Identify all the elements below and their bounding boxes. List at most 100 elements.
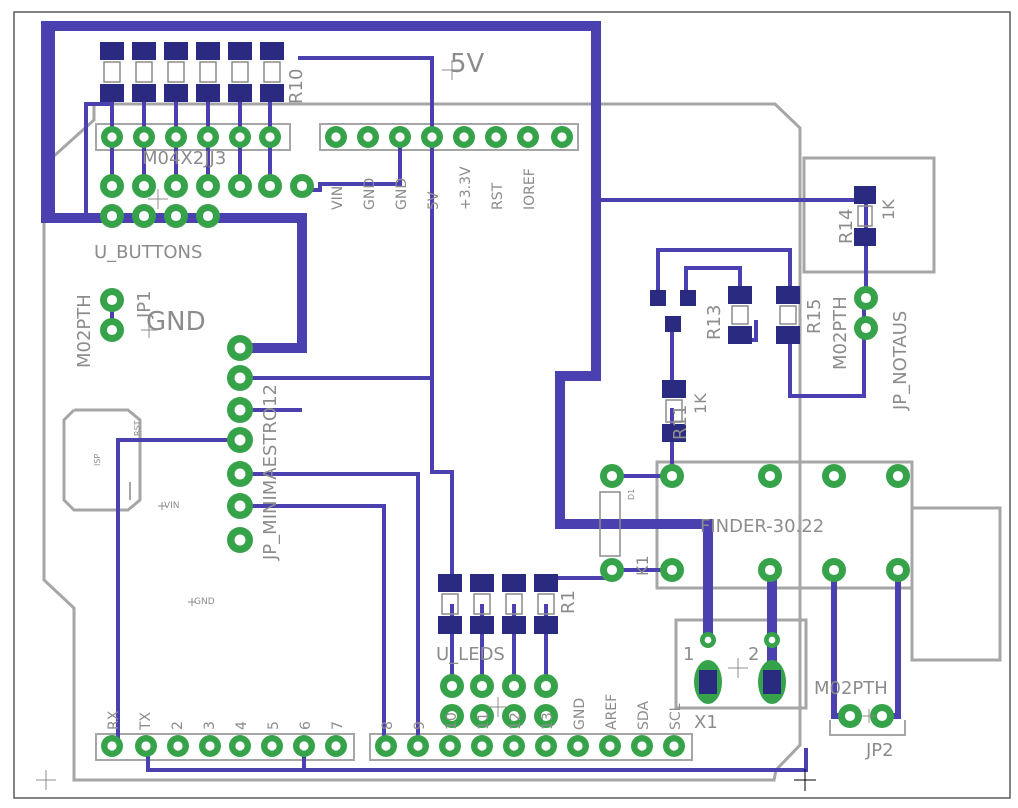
pad-hole (459, 132, 469, 142)
pad-hole (234, 434, 246, 446)
label-u-leds: U_LEDS (436, 644, 505, 665)
label-jp1: JP1 (134, 290, 155, 319)
pad-hole (541, 741, 551, 751)
label-r13: R13 (704, 305, 725, 340)
power-header-label: RST (490, 182, 506, 210)
pad-hole (235, 132, 245, 142)
pad-hole (265, 132, 275, 142)
through-hole-pads (100, 126, 910, 757)
pad-hole (413, 741, 423, 751)
pad-hole (107, 741, 117, 751)
label-jp2: JP2 (865, 740, 894, 761)
pad-hole (446, 710, 458, 722)
power-header-label: +3.3V (458, 166, 474, 210)
pad-hole (446, 680, 458, 692)
digital-header-label: 12 (508, 712, 524, 730)
digital-left-outline (95, 733, 355, 761)
pad-hole (331, 741, 341, 751)
buttons-header-outline (95, 123, 291, 151)
pad-hole (828, 470, 840, 482)
relay-ext-outline (910, 506, 1002, 662)
power-header-label: IOREF (522, 168, 538, 210)
pad-hole (666, 564, 678, 576)
digital-header-label: 3 (202, 721, 218, 730)
label-x1-pin2: 2 (748, 644, 759, 665)
label-finder: FINDER-30.22 (700, 516, 824, 537)
notaus-outline (802, 156, 936, 274)
digital-header-label: 11 (476, 712, 492, 730)
label-m02pth-left: M02PTH (74, 294, 95, 368)
digital-header-label: 7 (330, 721, 346, 730)
digital-header-label: 6 (298, 721, 314, 730)
pad-hole (234, 342, 246, 354)
pad-hole (508, 680, 520, 692)
pad-hole (860, 292, 872, 304)
label-r14-val: 1K (879, 199, 898, 220)
power-header-outline (319, 123, 579, 151)
label-r10: R10 (286, 69, 307, 104)
label-d1: D1 (627, 489, 636, 500)
digital-header-label: SCL (668, 703, 684, 730)
label-m02pth-right: M02PTH (814, 678, 888, 699)
pad-hole (445, 741, 455, 751)
pad-hole (860, 322, 872, 334)
digital-right-outline (369, 733, 693, 761)
pad-hole (476, 710, 488, 722)
pad-hole (234, 500, 246, 512)
label-vin-small: VIN (164, 501, 180, 511)
pad-hole (138, 180, 150, 192)
pad-hole (234, 534, 246, 546)
pad-hole (540, 710, 552, 722)
pad-hole (202, 180, 214, 192)
pad-hole (107, 132, 117, 142)
label-gnd: GND (146, 307, 206, 337)
pad-hole (509, 741, 519, 751)
digital-header-label: SDA (636, 701, 652, 730)
pad-hole (844, 710, 856, 722)
pad-hole (299, 741, 309, 751)
pad-hole (764, 564, 776, 576)
pad-hole (363, 132, 373, 142)
pad-hole (768, 636, 776, 644)
label-k1: K1 (633, 555, 652, 576)
label-m02pth-notaus: M02PTH (830, 296, 851, 370)
pad-hole (264, 180, 276, 192)
digital-header-label: AREF (604, 694, 620, 730)
pad-hole (234, 404, 246, 416)
x1-outline (674, 618, 808, 710)
pad-hole (173, 741, 183, 751)
pad-hole (106, 294, 118, 306)
label-jp-notaus: JP_NOTAUS (890, 311, 911, 411)
digital-header-label: 5 (266, 721, 282, 730)
smd-body-marks (103, 61, 873, 615)
label-r1: R1 (558, 590, 579, 614)
power-header-label: GND (394, 178, 410, 210)
pad-hole (491, 132, 501, 142)
pad-hole (202, 210, 214, 222)
digital-header-label: GND (572, 698, 588, 730)
pad-hole (605, 741, 615, 751)
smd-pads (100, 42, 876, 634)
pad-hole (395, 132, 405, 142)
digital-header-label: 4 (234, 721, 250, 730)
pad-hole (106, 210, 118, 222)
digital-header-label: 13 (540, 712, 556, 730)
pad-hole (296, 180, 308, 192)
label-5v: 5V (450, 49, 485, 79)
power-header-label: VIN (330, 186, 346, 210)
pad-hole (573, 741, 583, 751)
drawing-frame (13, 11, 1011, 799)
x1-terminal-pads (694, 660, 786, 704)
jp2-outline (829, 720, 906, 736)
isp-outline (62, 408, 142, 512)
pad-hole (637, 741, 647, 751)
pad-hole (508, 710, 520, 722)
label-isp: ISP (93, 454, 102, 466)
label-r11-val: 1K (691, 393, 710, 414)
pad-hole (828, 564, 840, 576)
label-x1-pin1: 1 (683, 644, 694, 665)
digital-header-label: 8 (380, 721, 396, 730)
button-resistor (100, 42, 284, 102)
